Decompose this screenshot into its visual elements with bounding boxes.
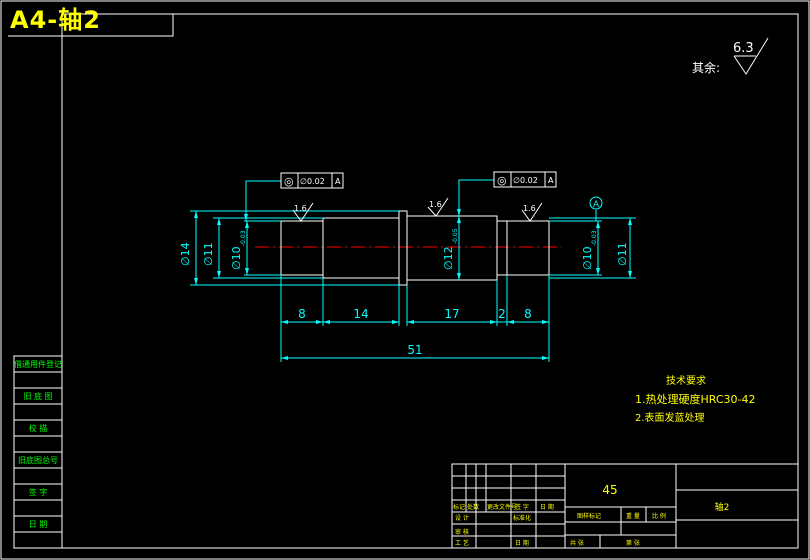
shaft-outline	[280, 210, 550, 286]
dim-d12-tol: -0.05	[452, 228, 459, 244]
roughness-local-1: 1.6	[294, 204, 307, 213]
roughness-value: 6.3	[733, 41, 754, 56]
title-material: 45	[602, 483, 617, 497]
side-label-1: 借通用件登记	[14, 359, 62, 369]
datum-label: A	[593, 200, 600, 210]
dim-d10-left-tol: -0.03	[240, 230, 247, 246]
stage-header-2: 重 量	[626, 512, 640, 520]
tolerance-frame-right	[493, 171, 557, 188]
roughness-local-3: 1.6	[523, 204, 536, 213]
dim-len-8a: 8	[298, 307, 306, 321]
tolerance-value-right: ∅0.02	[513, 176, 538, 185]
dimension-lines	[190, 179, 636, 362]
tolerance-datum-right: A	[548, 176, 554, 185]
tolerance-symbol-right: ◎	[497, 174, 507, 187]
dim-len-8b: 8	[524, 307, 532, 321]
side-label-2: 旧 底 图	[23, 391, 52, 401]
roughness-marks	[292, 197, 543, 222]
row-label-3: 审 核	[455, 528, 469, 536]
dim-d10-left: ∅10	[230, 246, 243, 270]
tolerance-symbol-left: ◎	[284, 175, 294, 188]
datum-marker-icon	[589, 196, 603, 210]
roughness-symbol-icon	[733, 37, 769, 75]
row-label-5: 日 期	[515, 539, 529, 547]
col-header-4: 签 字	[515, 503, 529, 511]
tolerance-frame-left	[280, 172, 344, 189]
dim-d10-right: ∅10	[581, 246, 594, 270]
tolerance-value-left: ∅0.02	[300, 177, 325, 186]
dim-len-2: 2	[498, 307, 506, 321]
dim-len-17: 17	[444, 307, 459, 321]
col-header-1: 标记	[453, 503, 465, 511]
sheet-title: A4-轴2	[10, 6, 101, 34]
col-header-2: 处数	[467, 503, 479, 511]
roughness-local-2: 1.6	[429, 200, 442, 209]
dim-d11-left: ∅11	[202, 242, 215, 266]
dim-d10-right-tol: -0.03	[591, 230, 598, 246]
dim-d11-right: ∅11	[616, 242, 629, 266]
tolerance-datum-left: A	[335, 177, 341, 186]
row-label-2: 标准化	[513, 514, 531, 522]
tech-req-title: 技术要求	[666, 374, 706, 387]
col-header-3: 更改文件号	[487, 503, 517, 511]
stage-header-1: 图样标记	[577, 512, 601, 520]
side-panel	[13, 355, 63, 549]
row-label-1: 设 计	[455, 514, 469, 522]
side-label-6: 日 期	[29, 520, 48, 529]
dimension-arrows	[194, 209, 632, 360]
drawing-frame	[61, 13, 799, 549]
tech-req-line-1: 1.热处理硬度HRC30-42	[635, 392, 756, 406]
side-label-4: 旧底图总号	[18, 455, 58, 465]
sheet-label-2: 第 张	[626, 539, 640, 547]
dim-len-14: 14	[353, 307, 368, 321]
side-label-3: 校 描	[29, 423, 48, 433]
side-label-5: 签 字	[29, 487, 48, 497]
row-label-4: 工 艺	[455, 539, 469, 547]
title-tab-box	[8, 14, 174, 37]
tech-req-line-2: 2.表面发蓝处理	[635, 411, 705, 424]
dim-d12: ∅12	[442, 246, 455, 270]
dim-len-51: 51	[407, 343, 422, 357]
roughness-other-label: 其余:	[692, 60, 720, 75]
stage-header-3: 比 例	[652, 512, 666, 520]
sheet-label-1: 共 张	[570, 539, 584, 547]
dim-d14: ∅14	[179, 242, 192, 266]
col-header-5: 日 期	[540, 503, 554, 511]
title-block	[451, 463, 799, 549]
title-part-name: 轴2	[715, 501, 730, 513]
